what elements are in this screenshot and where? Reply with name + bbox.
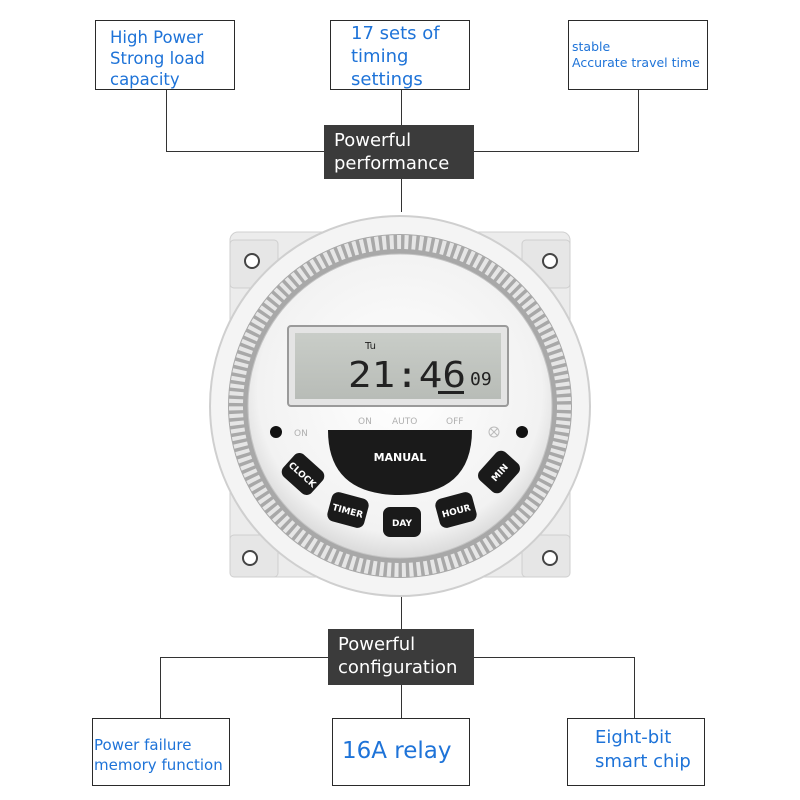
feature-box-memory-function: Power failure memory function <box>92 718 230 786</box>
feature-line: 17 sets of <box>351 23 440 44</box>
connector-line <box>160 657 161 719</box>
banner-line: performance <box>334 153 450 174</box>
indicator-label-on: ON <box>358 417 372 427</box>
feature-line: Power failure <box>94 736 192 754</box>
mount-hole <box>244 253 260 269</box>
indicator-led-left <box>270 426 282 438</box>
feature-line: capacity <box>110 70 180 89</box>
feature-line: smart chip <box>595 751 691 772</box>
connector-line <box>401 90 402 126</box>
feature-line: stable <box>572 39 611 54</box>
banner-line: Powerful <box>338 634 416 655</box>
feature-line: Strong load <box>110 49 205 68</box>
feature-line: 16A relay <box>342 738 452 764</box>
connector-line <box>474 151 639 152</box>
indicator-led-right <box>516 426 528 438</box>
lcd-time: 21:46 <box>348 355 466 396</box>
lcd-screen <box>295 333 501 399</box>
feature-box-timing-settings: 17 sets of timing settings <box>330 20 470 90</box>
banner-performance: Powerful performance <box>324 125 474 179</box>
connector-line <box>401 178 402 212</box>
cross-icon <box>488 426 500 438</box>
timer-button[interactable]: TIMER <box>326 491 370 530</box>
manual-button[interactable] <box>328 430 472 495</box>
connector-line <box>474 657 634 658</box>
feature-line: Accurate travel time <box>572 55 700 70</box>
indicator-label-off: OFF <box>446 417 463 427</box>
feature-box-accurate-time: stable Accurate travel time <box>568 20 708 90</box>
feature-line: memory function <box>94 756 223 774</box>
lcd-day: Tu <box>364 341 376 352</box>
connector-line <box>166 151 324 152</box>
day-button[interactable]: DAY <box>383 507 421 537</box>
min-button[interactable]: MIN <box>475 448 523 496</box>
feature-line: timing <box>351 46 409 67</box>
banner-line: Powerful <box>334 130 412 151</box>
timer-device: Tu 21:46 09 ON ON AUTO OFF MANUAL CLOCK … <box>209 215 591 597</box>
feature-box-relay: 16A relay <box>332 718 470 786</box>
banner-line: configuration <box>338 657 458 678</box>
manual-button-label: MANUAL <box>374 451 427 464</box>
mount-hole <box>542 550 558 566</box>
connector-line <box>401 595 402 629</box>
mount-hole <box>542 253 558 269</box>
banner-configuration: Powerful configuration <box>328 629 474 685</box>
connector-line <box>634 657 635 719</box>
indicator-label-auto: AUTO <box>392 417 417 427</box>
connector-line <box>166 90 167 152</box>
indicator-label-on-left: ON <box>294 429 308 439</box>
clock-button[interactable]: CLOCK <box>279 450 327 498</box>
segment-ring-ticks <box>229 235 571 577</box>
lcd-seconds: 09 <box>470 369 492 390</box>
connector-line <box>401 685 402 719</box>
connector-line <box>160 657 330 658</box>
feature-line: settings <box>351 69 423 90</box>
feature-box-smart-chip: Eight-bit smart chip <box>567 718 705 786</box>
hour-button[interactable]: HOUR <box>434 491 478 530</box>
lcd-cursor <box>438 391 464 394</box>
feature-line: High Power <box>110 28 204 47</box>
day-button-label: DAY <box>392 519 413 529</box>
connector-line <box>638 90 639 152</box>
mount-hole <box>242 550 258 566</box>
feature-line: Eight-bit <box>595 727 672 748</box>
feature-box-high-power: High Power Strong load capacity <box>95 20 235 90</box>
